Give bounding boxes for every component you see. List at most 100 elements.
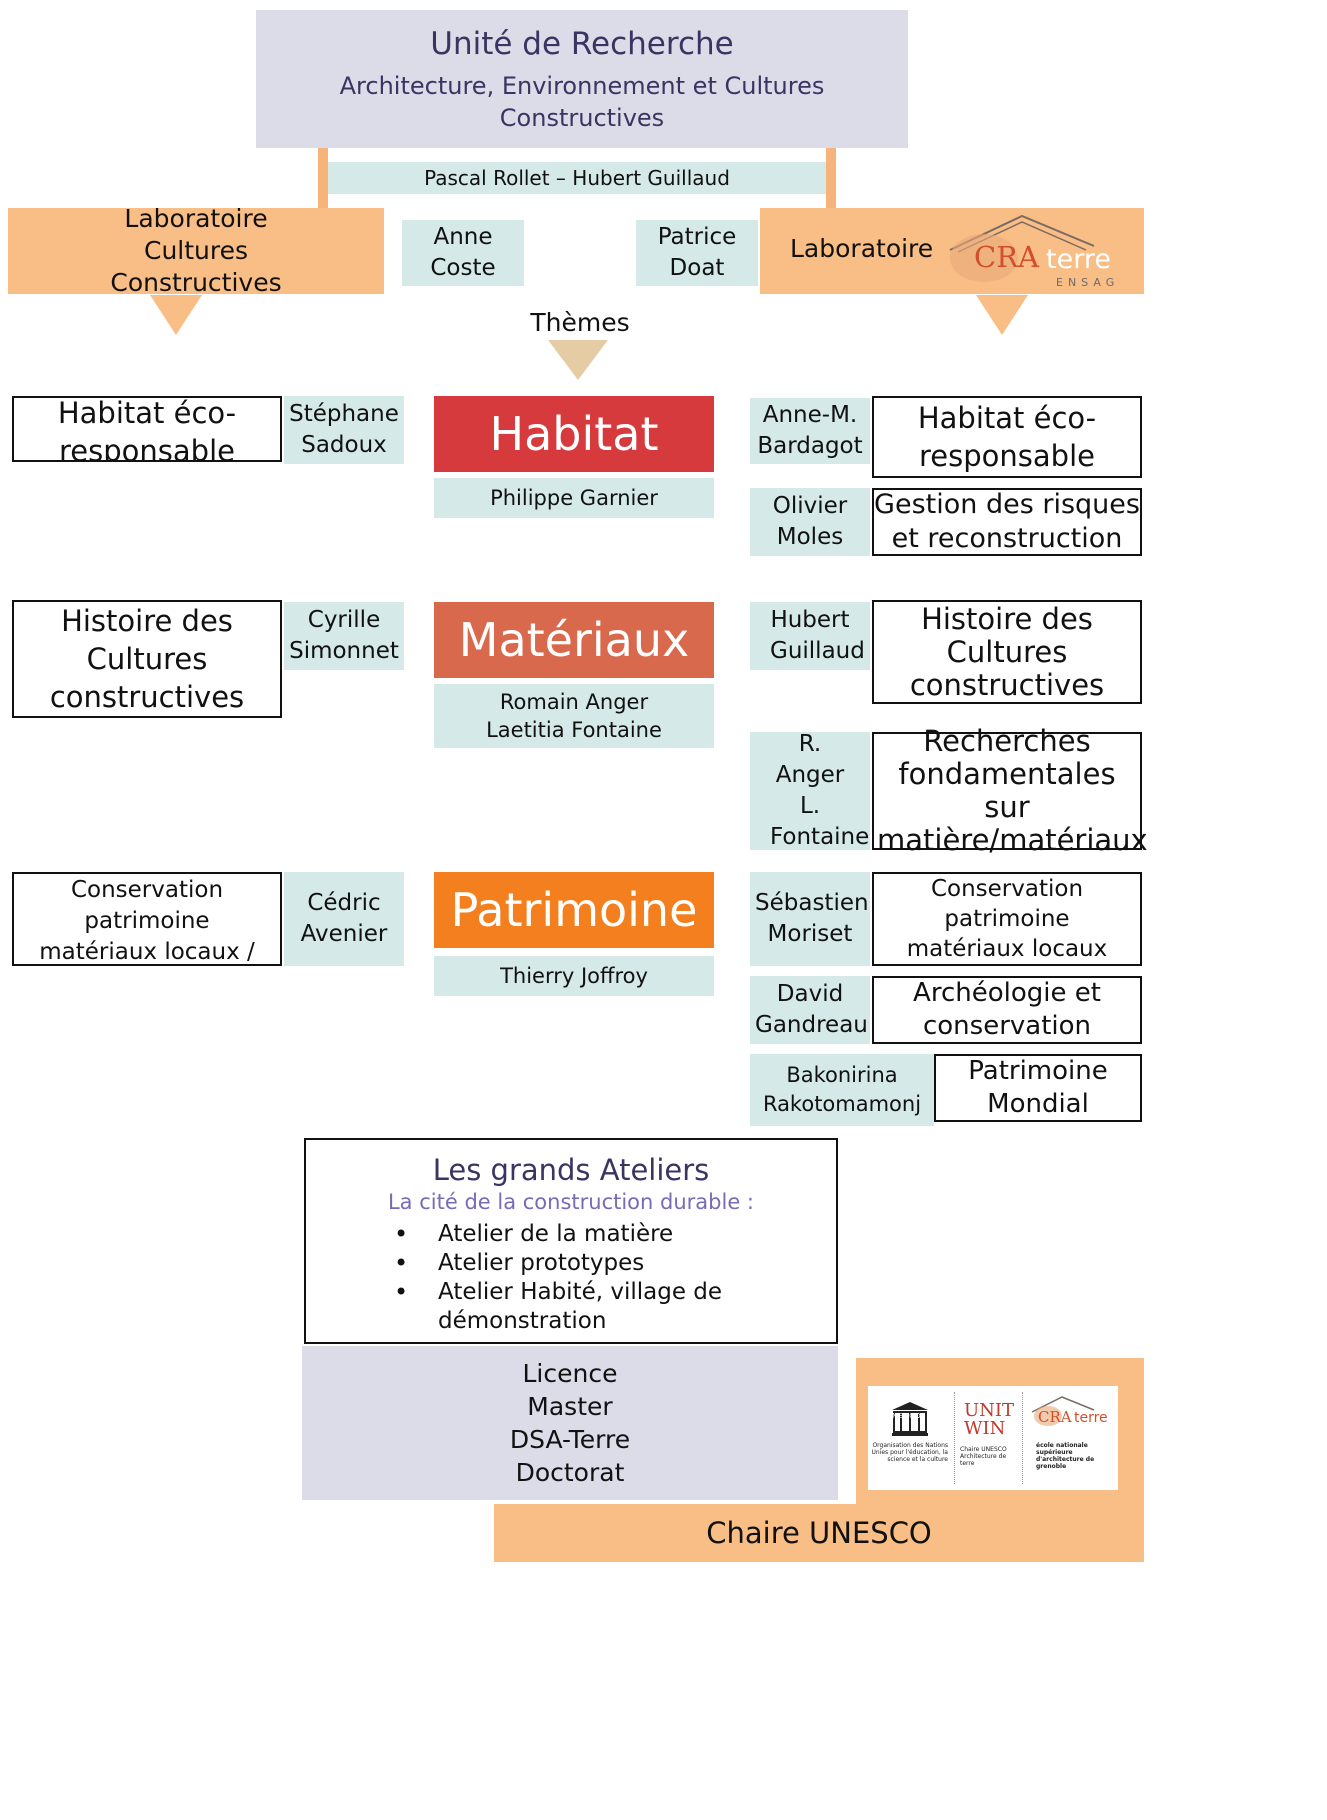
craterre-small-logo-icon: CRA terre: [1031, 1396, 1108, 1426]
themes-arrow: [548, 340, 608, 380]
right-topic-habitat: Habitat éco-responsable: [872, 396, 1142, 478]
chaire-unesco-bar: Chaire UNESCO: [494, 1504, 1144, 1562]
theme-habitat-lead: Philippe Garnier: [434, 478, 714, 518]
person-name: Cyrille Simonnet: [289, 607, 399, 664]
lab-left-label: Laboratoire Cultures Constructives: [110, 204, 282, 297]
theme-patrimoine: Patrimoine: [434, 872, 714, 948]
person-anne-coste: Anne Coste: [402, 220, 524, 286]
research-unit-header: Unité de Recherche Architecture, Environ…: [256, 10, 908, 148]
topic-label: Recherches fondamentales sur matière/mat…: [877, 724, 1148, 857]
right-person-bardagot: Anne-M. Bardagot: [750, 398, 870, 464]
craterre-logo-sub: ENSAG: [1056, 276, 1120, 289]
right-person-rakotomamonj: Bakonirina Rakotomamonj: [750, 1054, 934, 1126]
lead-name: Romain Anger Laetitia Fontaine: [486, 690, 662, 742]
page-subtitle: Architecture, Environnement et Cultures …: [339, 72, 825, 132]
directors-bar: Pascal Rollet – Hubert Guillaud: [328, 162, 826, 194]
svg-text:CRA: CRA: [1038, 1408, 1072, 1426]
person-name: Hubert Guillaud: [770, 607, 865, 664]
right-person-guillaud: Hubert Guillaud: [750, 602, 870, 670]
diploma-master: Master: [527, 1392, 613, 1421]
unesco-logo-text: UNESCO: [886, 1412, 922, 1420]
lab-left-arrow: [150, 295, 202, 335]
chaire-unesco-label: Chaire UNESCO: [706, 1516, 932, 1550]
person-name: Olivier Moles: [772, 493, 848, 550]
unitwin-logo-text: UNITWIN: [964, 1400, 1015, 1439]
topic-label: Archéologie et conservation: [913, 978, 1101, 1041]
person-name: Anne-M. Bardagot: [757, 402, 863, 459]
person-name: Bakonirina Rakotomamonj: [762, 1063, 922, 1116]
theme-title: Habitat: [489, 407, 659, 461]
ateliers-item: Atelier prototypes: [394, 1249, 774, 1278]
person-patrice-doat: Patrice Doat: [636, 220, 758, 286]
ateliers-title: Les grands Ateliers: [432, 1153, 710, 1187]
connector-left: [318, 148, 328, 210]
logo-divider: [954, 1392, 955, 1484]
unesco-temple-icon: [892, 1402, 928, 1436]
lab-right-arrow: [976, 295, 1028, 335]
lab-craterre: Laboratoire CRA terre ENSAG: [760, 208, 1144, 294]
ateliers-item: Atelier Habité, village de démonstration: [394, 1278, 774, 1336]
topic-label: Habitat éco-responsable: [917, 401, 1097, 473]
left-topic-conservation: Conservation patrimoine matériaux locaux…: [12, 872, 282, 966]
diploma-doctorat: Doctorat: [515, 1458, 625, 1487]
left-topic-histoire: Histoire des Cultures constructives: [12, 600, 282, 718]
craterre-roof-icon: [949, 214, 1095, 282]
person-name: David Gandreau: [755, 981, 868, 1038]
diploma-licence: Licence: [522, 1359, 618, 1388]
unesco-caption: Organisation des Nations Unies pour l'éd…: [871, 1442, 949, 1463]
unitwin-caption: Chaire UNESCO Architecture de terre: [960, 1446, 1007, 1467]
craterre-logo-terre: terre: [1046, 244, 1111, 275]
right-topic-patrimoine-mondial: Patrimoine Mondial: [934, 1054, 1142, 1122]
unesco-unitwin-craterre-logo: UNESCO Organisation des Nations Unies po…: [868, 1386, 1118, 1490]
person-name: Patrice Doat: [657, 224, 737, 281]
theme-title: Patrimoine: [450, 883, 698, 937]
left-topic-habitat: Habitat éco-responsable: [12, 396, 282, 462]
theme-habitat: Habitat: [434, 396, 714, 472]
svg-text:terre: terre: [1074, 1410, 1108, 1426]
craterre-logo: CRA terre ENSAG: [944, 210, 1134, 290]
theme-materiaux-lead: Romain Anger Laetitia Fontaine: [434, 684, 714, 748]
topic-label: Conservation patrimoine matériaux locaux…: [39, 876, 255, 965]
craterre-caption: école nationale supérieure d'architectur…: [1036, 1442, 1095, 1470]
lab-right-label: Laboratoire: [790, 234, 934, 263]
topic-label: Conservation patrimoine matériaux locaux: [906, 876, 1108, 962]
craterre-logo-cra: CRA: [974, 240, 1039, 274]
diplomas-box: Licence Master DSA-Terre Doctorat: [302, 1346, 838, 1500]
page-title: Unité de Recherche: [430, 26, 734, 62]
grands-ateliers-box: Les grands Ateliers La cité de la constr…: [304, 1138, 838, 1344]
theme-title: Matériaux: [458, 613, 690, 667]
theme-materiaux: Matériaux: [434, 602, 714, 678]
left-person-simonnet: Cyrille Simonnet: [284, 602, 404, 670]
ateliers-list: Atelier de la matière Atelier prototypes…: [394, 1220, 774, 1336]
left-person-sadoux: Stéphane Sadoux: [284, 396, 404, 464]
diploma-dsa-terre: DSA-Terre: [509, 1425, 631, 1454]
right-topic-archeologie: Archéologie et conservation: [872, 976, 1142, 1044]
person-name: R. Anger L. Fontaine: [770, 731, 870, 850]
left-person-avenier: Cédric Avenier: [284, 872, 404, 966]
right-topic-recherches: Recherches fondamentales sur matière/mat…: [872, 725, 1148, 857]
right-person-moriset: Sébastien Moriset: [750, 872, 870, 966]
right-person-anger-fontaine: R. Anger L. Fontaine: [750, 731, 870, 850]
themes-label: Thèmes: [530, 308, 630, 337]
topic-label: Histoire des Cultures constructives: [909, 601, 1105, 702]
lead-name: Philippe Garnier: [490, 486, 658, 510]
ateliers-subtitle: La cité de la construction durable :: [387, 1190, 754, 1214]
topic-label: Habitat éco-responsable: [57, 396, 237, 462]
logo-divider-2: [1022, 1392, 1023, 1484]
connector-right: [826, 148, 836, 210]
right-topic-conservation: Conservation patrimoine matériaux locaux: [872, 872, 1142, 966]
right-topic-histoire: Histoire des Cultures constructives: [872, 600, 1142, 704]
person-name: Stéphane Sadoux: [289, 401, 399, 458]
topic-label: Gestion des risques et reconstruction: [874, 489, 1140, 554]
lab-cultures-constructives: Laboratoire Cultures Constructives: [8, 204, 384, 297]
theme-patrimoine-lead: Thierry Joffroy: [434, 956, 714, 996]
right-person-moles: Olivier Moles: [750, 488, 870, 556]
person-name: Cédric Avenier: [300, 890, 388, 947]
topic-label: Patrimoine Mondial: [968, 1056, 1108, 1119]
directors-names: Pascal Rollet – Hubert Guillaud: [424, 166, 730, 190]
right-person-gandreau: David Gandreau: [750, 976, 870, 1044]
topic-label: Histoire des Cultures constructives: [49, 604, 245, 714]
person-name: Sébastien Moriset: [755, 890, 869, 947]
right-topic-risques: Gestion des risques et reconstruction: [872, 488, 1142, 556]
lead-name: Thierry Joffroy: [500, 964, 648, 988]
